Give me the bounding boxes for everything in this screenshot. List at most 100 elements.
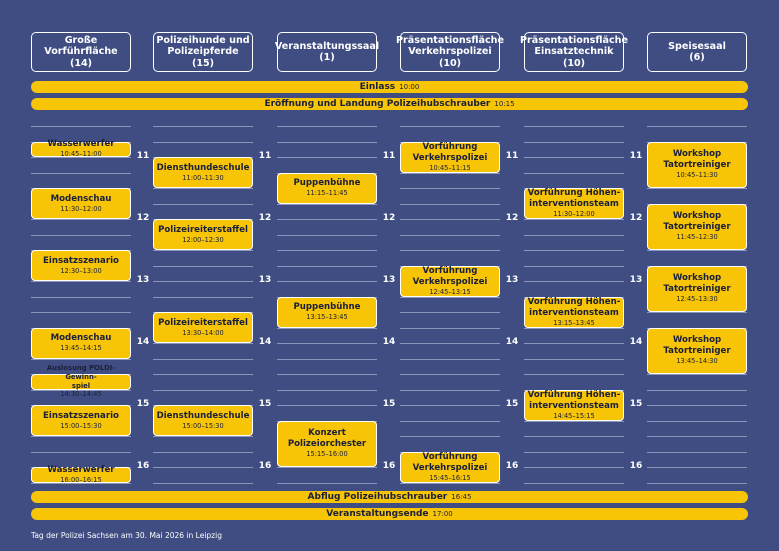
column-title: Präsentationsfläche Verkehrspolizei <box>396 34 504 58</box>
grid-line <box>400 327 500 329</box>
grid-line <box>277 374 377 375</box>
opening-time: 10:15 <box>494 100 515 108</box>
grid-line <box>153 482 253 484</box>
grid-line <box>524 141 624 143</box>
grid-line <box>277 389 377 391</box>
grid-line <box>400 250 500 251</box>
hour-label: 14 <box>258 337 272 347</box>
event-title: Wasserwerfer <box>47 139 115 150</box>
grid-line <box>524 436 624 437</box>
grid-line <box>400 203 500 205</box>
grid-line <box>647 250 747 251</box>
event-time: 13:15–13:45 <box>306 313 348 321</box>
event-time: 10:45–11:15 <box>429 163 471 172</box>
hour-label: 15 <box>505 399 519 409</box>
grid-line <box>400 219 500 220</box>
grid-line <box>400 296 500 298</box>
grid-line <box>277 126 377 127</box>
event-title: Puppenbühne <box>293 178 361 188</box>
hour-label: 11 <box>136 151 150 161</box>
event-title: Vorführung Höhen- interventionsteam <box>527 296 621 318</box>
grid-line <box>524 250 624 251</box>
grid-line <box>400 482 500 484</box>
grid-line <box>400 172 500 174</box>
grid-line <box>524 374 624 375</box>
grid-line <box>524 219 624 220</box>
grid-line <box>647 312 747 313</box>
event-time: 11:45–12:30 <box>676 233 718 242</box>
grid-line <box>31 126 131 127</box>
hour-label: 13 <box>382 275 396 285</box>
grid-line <box>277 141 377 143</box>
hour-label: 12 <box>629 213 643 223</box>
event-title: Workshop Tatortreiniger <box>663 211 731 233</box>
grid-line <box>277 405 377 406</box>
grid-line <box>647 188 747 189</box>
grid-line <box>31 157 131 158</box>
event-time: 14:30–14:45 <box>60 390 102 399</box>
entry-time: 10:00 <box>399 83 420 91</box>
hour-label: 11 <box>258 151 272 161</box>
event-title: Vorführung Höhen- interventionsteam <box>527 389 621 411</box>
grid-line <box>31 482 131 484</box>
event-time: 12:00–12:30 <box>182 235 224 244</box>
grid-line <box>277 327 377 329</box>
grid-line <box>153 203 253 205</box>
event-title: Vorführung Verkehrspolizei <box>412 141 488 163</box>
grid-line <box>524 343 624 344</box>
grid-line <box>524 281 624 282</box>
departure-time: 16:45 <box>451 493 472 501</box>
hour-label: 16 <box>505 461 519 471</box>
grid-line <box>277 265 377 267</box>
grid-line <box>153 141 253 143</box>
hour-label: 14 <box>136 337 150 347</box>
event-time: 13:45–14:30 <box>676 357 718 366</box>
grid-line <box>524 172 624 174</box>
event-title: Workshop Tatortreiniger <box>663 273 731 295</box>
grid-line <box>277 358 377 360</box>
column-header: Veranstaltungssaal(1) <box>275 32 379 72</box>
grid-line <box>277 343 377 344</box>
column-count: (14) <box>69 57 93 69</box>
grid-line <box>277 482 377 484</box>
grid-line <box>647 420 747 422</box>
event-title: Diensthundeschule <box>156 410 250 421</box>
grid-line <box>31 451 131 453</box>
grid-line <box>524 327 624 329</box>
entry-label: Einlass <box>359 82 396 92</box>
event-time: 13:45–14:15 <box>60 344 102 352</box>
departure-label: Abflug Polizeihubschrauber <box>307 492 448 502</box>
grid-line <box>400 420 500 422</box>
event-time: 11:15–11:45 <box>306 189 348 197</box>
grid-line <box>277 234 377 236</box>
event-title: Vorführung Verkehrspolizei <box>412 265 488 287</box>
event-title: Vorführung Verkehrspolizei <box>412 451 488 473</box>
hour-label: 13 <box>629 275 643 285</box>
grid-line <box>400 358 500 360</box>
hour-label: 11 <box>505 151 519 161</box>
grid-line <box>31 358 131 360</box>
column-grid <box>400 126 500 499</box>
event-time: 14:45–15:15 <box>553 411 595 420</box>
grid-line <box>153 188 253 189</box>
grid-line <box>400 234 500 236</box>
event-time: 10:45–11:30 <box>676 171 718 180</box>
hour-label: 15 <box>382 399 396 409</box>
hour-label: 15 <box>258 399 272 409</box>
grid-line <box>153 343 253 344</box>
event-title: Polizeireiterstaffel <box>158 224 248 235</box>
grid-line <box>153 374 253 375</box>
